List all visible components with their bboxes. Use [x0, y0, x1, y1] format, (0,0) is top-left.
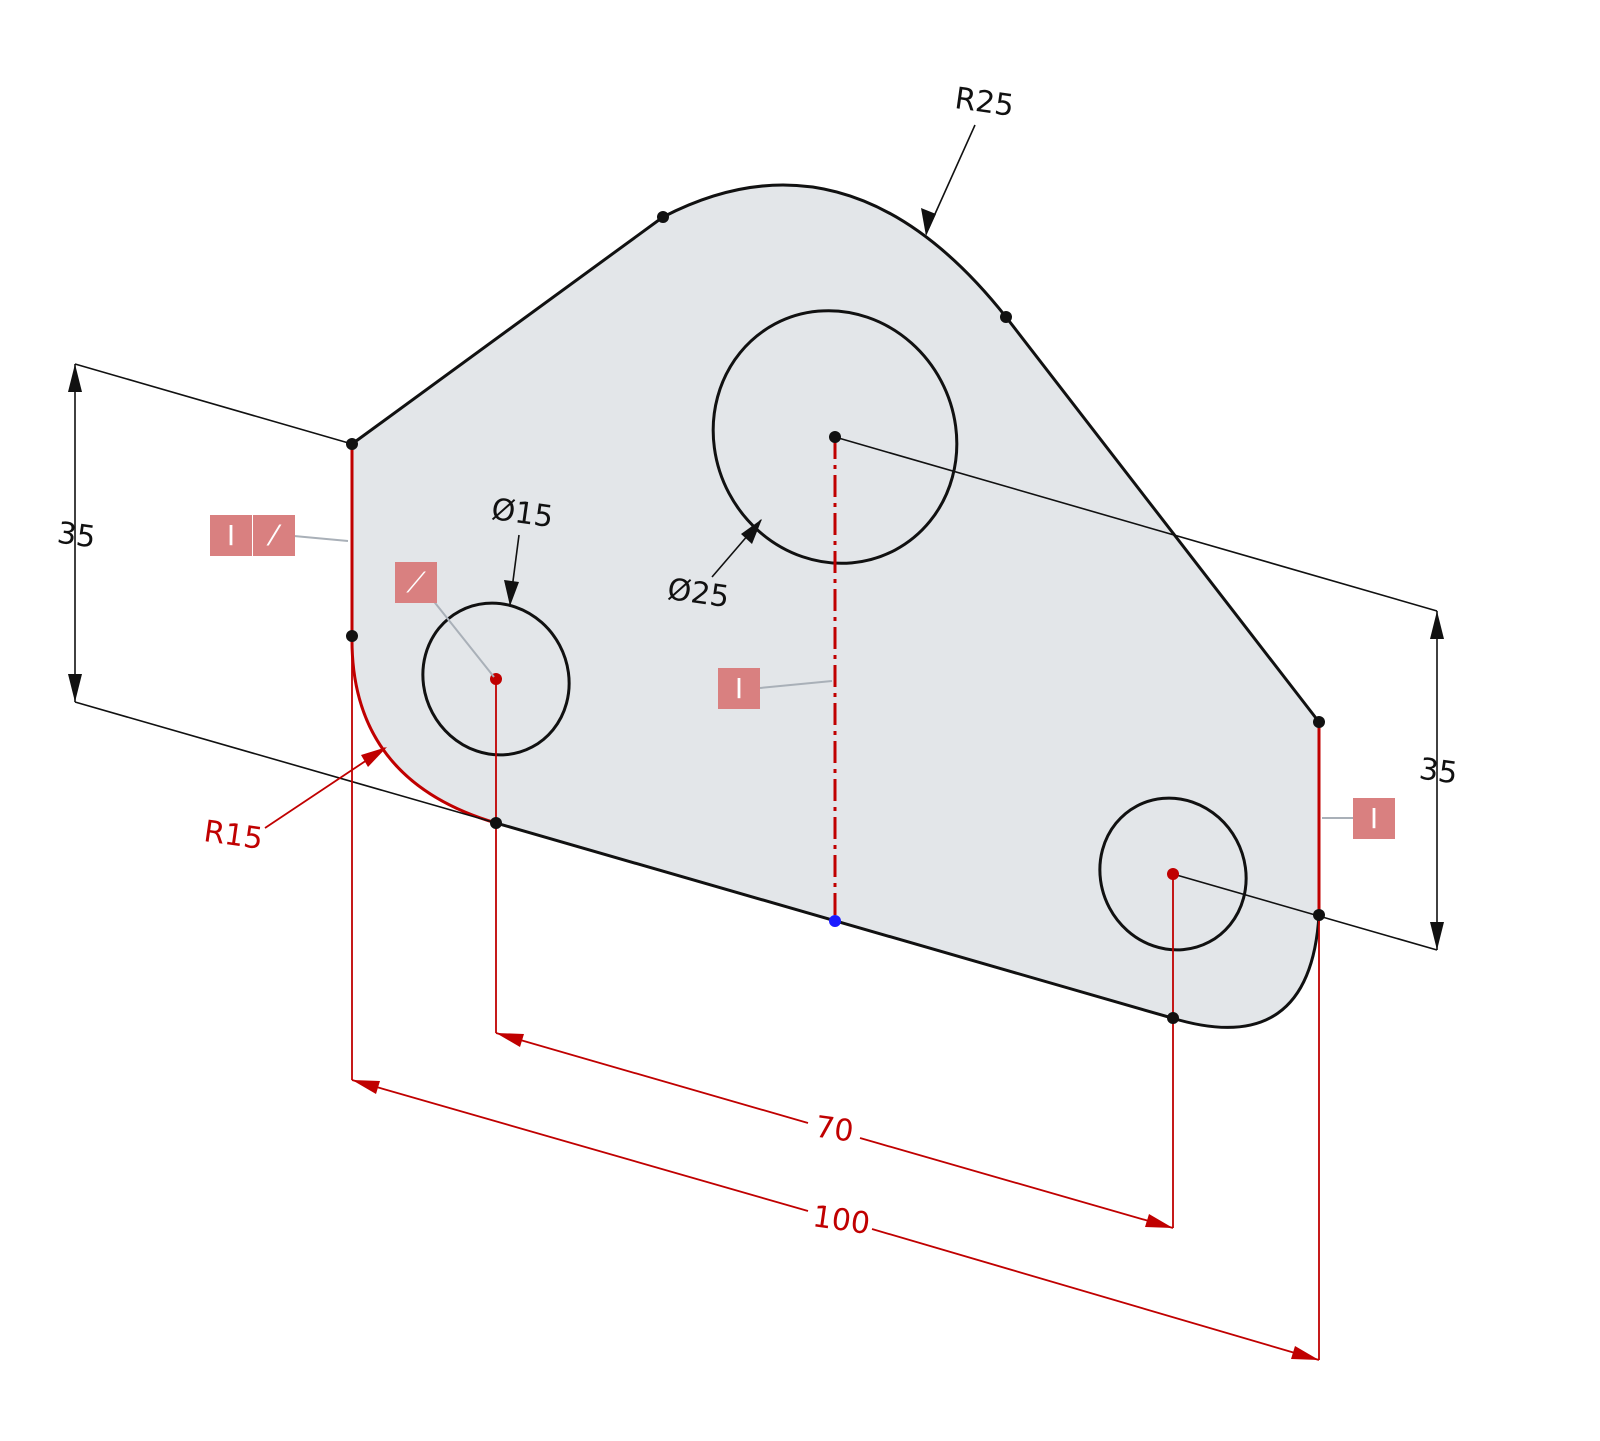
vertex-point[interactable] [1000, 311, 1012, 323]
dim-right-height[interactable]: 35 [1417, 752, 1460, 792]
top-arc[interactable] [662, 183, 1008, 318]
dim-small-hole-diameter[interactable]: Ø15 [489, 492, 555, 535]
bottom-right-arc[interactable] [1171, 914, 1321, 1029]
arrow-dim70-right [1145, 1214, 1173, 1228]
vertex-point[interactable] [1313, 909, 1325, 921]
arrow-left-bottom [68, 674, 82, 702]
badge-leader-center [759, 680, 833, 689]
constraint-badge-left-vertical[interactable]: I [210, 515, 252, 556]
arrow-right-bottom [1430, 922, 1444, 950]
red-dimension-lines [264, 636, 1320, 1361]
vertex-point[interactable] [1167, 1012, 1179, 1024]
large-hole[interactable] [669, 268, 1001, 607]
holes [396, 268, 1272, 976]
vertex-point[interactable] [490, 817, 502, 829]
dim70-line-a [495, 1032, 809, 1124]
vertex-point[interactable] [346, 630, 358, 642]
arrow-dia15 [504, 580, 519, 606]
arrow-dia25 [741, 519, 762, 544]
midpoint-selected[interactable] [829, 915, 841, 927]
constraint-badge-center-vertical[interactable]: I [718, 668, 760, 709]
badge-leaders [293, 535, 1353, 819]
arrow-right-top [1430, 611, 1444, 639]
arrowheads [68, 208, 1444, 1360]
arrow-dim100-left [352, 1080, 380, 1094]
arrow-r15 [361, 747, 387, 767]
badge-leader-fix [427, 593, 495, 678]
vertex-point[interactable] [657, 211, 669, 223]
arrow-r25 [921, 208, 936, 236]
dim-left-height[interactable]: 35 [55, 516, 98, 556]
arrow-dim100-right [1291, 1346, 1319, 1360]
left-ext-bottom [74, 701, 497, 824]
constraint-badge-fix[interactable]: ⟋ [395, 562, 437, 603]
right-ext-bottom [1172, 873, 1438, 951]
vertical-icon: I [735, 672, 743, 705]
constraint-badge-left-tangent[interactable]: ⁄ [253, 515, 295, 556]
left-ext-top [74, 363, 353, 445]
dim100-line-a [351, 1079, 809, 1212]
arrow-left-top [68, 364, 82, 392]
dim-top-radius[interactable]: R25 [953, 81, 1016, 124]
dim-overall-width[interactable]: 100 [811, 1199, 873, 1242]
top-left-line[interactable] [351, 215, 664, 446]
vertex-point[interactable] [346, 438, 358, 450]
badge-leader-left [293, 535, 349, 542]
fix-icon: ⟋ [406, 566, 426, 599]
right-diagonal-line[interactable] [1004, 316, 1321, 723]
small-hole-right-center[interactable] [1167, 868, 1179, 880]
dim-corner-radius[interactable]: R15 [202, 814, 265, 857]
vertical-icon: I [1370, 802, 1378, 835]
vertex-point[interactable] [1313, 716, 1325, 728]
small-hole-right[interactable] [1073, 772, 1272, 976]
dim100-line-b [871, 1228, 1320, 1361]
right-ext-top [834, 436, 1438, 612]
dim-large-hole-diameter[interactable]: Ø25 [665, 572, 731, 615]
small-hole-left[interactable] [396, 577, 595, 781]
large-hole-center[interactable] [829, 431, 841, 443]
dim70-line-b [859, 1137, 1174, 1229]
arrow-dim70-left [496, 1033, 524, 1047]
dim-hole-spacing[interactable]: 70 [813, 1110, 856, 1150]
constraint-badge-right-vertical[interactable]: I [1353, 798, 1395, 839]
bottom-left-arc[interactable] [350, 635, 497, 825]
vertical-icon: I [227, 519, 235, 552]
